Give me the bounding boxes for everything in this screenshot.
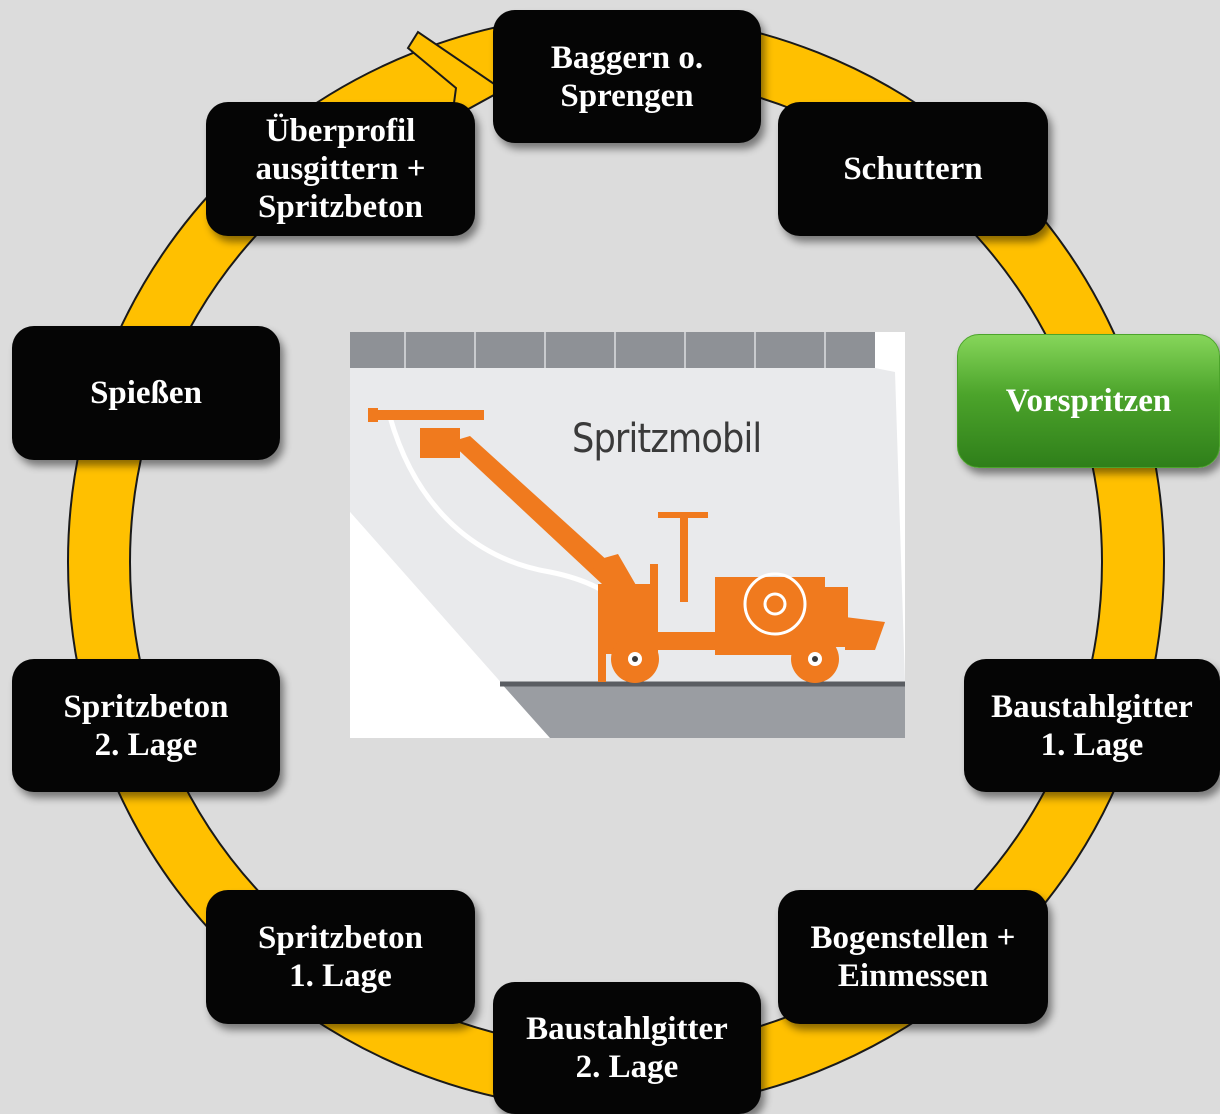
hose-drum (743, 572, 807, 636)
step-label: Baustahlgitter 1. Lage (991, 688, 1193, 763)
step-label: Vorspritzen (1005, 383, 1172, 419)
step-ueberprofil[interactable]: Überprofil ausgittern + Spritzbeton (206, 102, 475, 236)
step-schuttern[interactable]: Schuttern (778, 102, 1048, 236)
tunnel-ceiling (350, 332, 875, 368)
step-label: Spritzbeton 1. Lage (258, 920, 423, 994)
step-baggern-sprengen[interactable]: Baggern o. Sprengen (493, 10, 761, 143)
hose-drum-hub (763, 592, 787, 616)
step-label: Schuttern (843, 151, 983, 187)
step-spritzbeton-1[interactable]: Spritzbeton 1. Lage (206, 890, 475, 1024)
spritzmobil-caption: Spritzmobil (572, 416, 762, 462)
step-label: Baustahlgitter 2. Lage (526, 1011, 728, 1085)
tunnel-floor (500, 682, 905, 738)
step-spritzbeton-2[interactable]: Spritzbeton 2. Lage (12, 659, 280, 792)
spritzmobil-illustration (350, 332, 905, 738)
center-illustration: Spritzmobil (350, 332, 905, 738)
step-label: Spießen (90, 375, 202, 411)
cycle-arrow-head (406, 30, 505, 120)
step-label: Spritzbeton 2. Lage (63, 688, 229, 763)
step-baustahlgitter-1[interactable]: Baustahlgitter 1. Lage (964, 659, 1220, 792)
step-baustahlgitter-2[interactable]: Baustahlgitter 2. Lage (493, 982, 761, 1114)
vehicle-wheels (611, 635, 839, 683)
step-bogenstellen[interactable]: Bogenstellen + Einmessen (778, 890, 1048, 1024)
step-label: Bogenstellen + Einmessen (810, 920, 1016, 994)
step-label: Überprofil ausgittern + Spritzbeton (255, 113, 426, 225)
ceiling-joints (404, 332, 826, 368)
step-label: Baggern o. Sprengen (550, 39, 704, 114)
step-spiessen[interactable]: Spießen (12, 326, 280, 460)
step-vorspritzen[interactable]: Vorspritzen (957, 334, 1220, 468)
